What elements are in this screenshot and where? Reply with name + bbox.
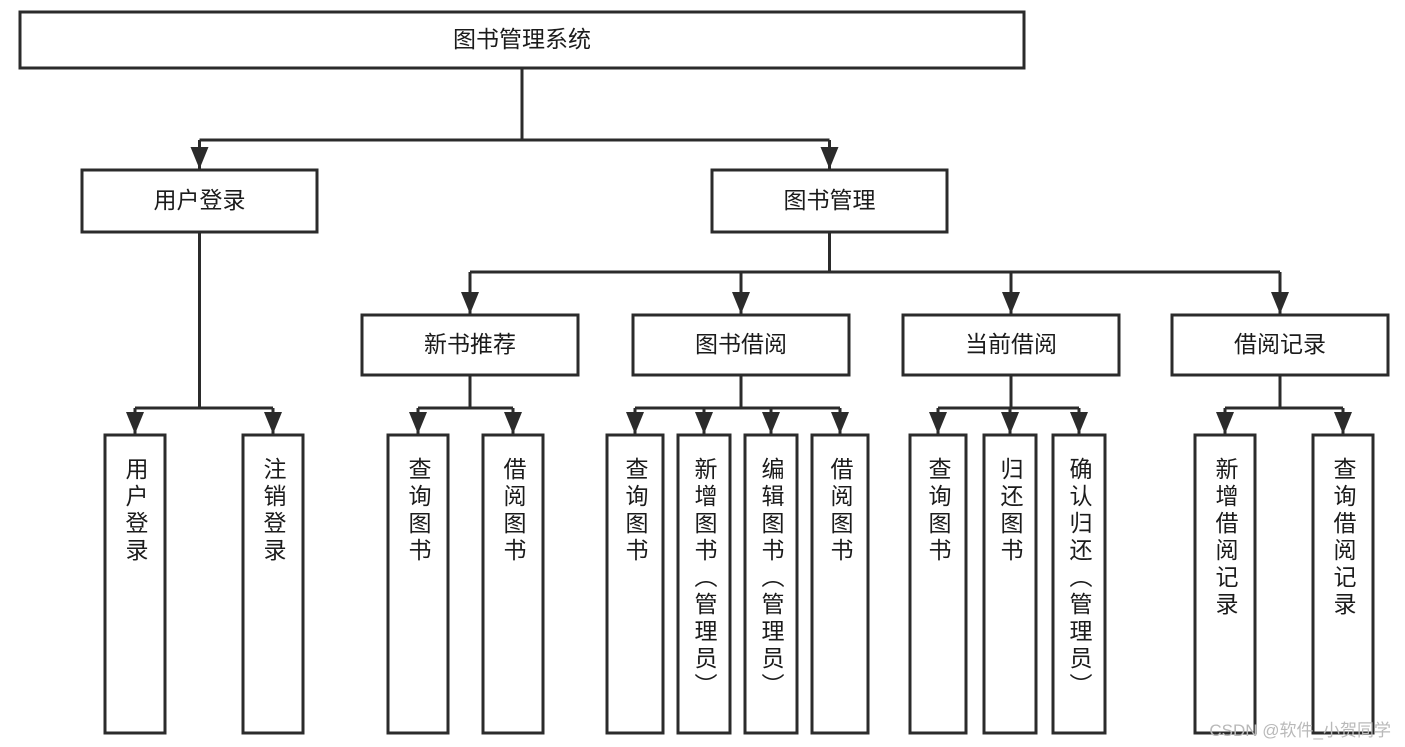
node-book-borrow-label: 图书借阅 — [695, 331, 787, 357]
node-leaf-current-return-book[interactable]: 归还图书 — [982, 433, 1038, 735]
node-leaf-record-query[interactable]: 查询借阅记录 — [1311, 433, 1375, 735]
node-leaf-borrow-query-book-label: 查询图书 — [622, 457, 649, 565]
node-leaf-borrow-add-book-label: 新增图书（管理员） — [691, 457, 718, 700]
node-current-borrow-label: 当前借阅 — [965, 331, 1057, 357]
arrow-head-icon — [1334, 412, 1352, 434]
node-new-book-rec-label: 新书推荐 — [424, 331, 516, 357]
arrow-head-icon — [762, 412, 780, 434]
node-borrow-record-label: 借阅记录 — [1234, 331, 1326, 357]
node-user-login[interactable]: 用户登录 — [80, 168, 319, 234]
node-leaf-current-query-book[interactable]: 查询图书 — [908, 433, 968, 735]
node-leaf-user-logout-label: 注销登录 — [260, 457, 287, 565]
node-leaf-borrow-query-book[interactable]: 查询图书 — [605, 433, 665, 735]
node-leaf-borrow-query-book-box[interactable] — [605, 433, 665, 735]
arrow-head-icon — [504, 412, 522, 434]
arrow-head-icon — [461, 292, 479, 314]
node-book-manage-label: 图书管理 — [784, 187, 876, 213]
arrow-head-icon — [831, 412, 849, 434]
arrow-head-icon — [820, 147, 839, 169]
node-current-borrow[interactable]: 当前借阅 — [901, 313, 1121, 377]
node-leaf-borrow-edit-book-box[interactable] — [743, 433, 799, 735]
node-leaf-rec-borrow-book[interactable]: 借阅图书 — [481, 433, 545, 735]
node-root-label: 图书管理系统 — [453, 26, 591, 52]
node-leaf-user-logout-box[interactable] — [241, 433, 305, 735]
arrow-head-icon — [695, 412, 713, 434]
arrow-head-icon — [929, 412, 947, 434]
arrow-head-icon — [126, 412, 144, 434]
arrow-head-icon — [1271, 292, 1289, 314]
connector-layer — [126, 68, 1352, 434]
node-leaf-borrow-edit-book[interactable]: 编辑图书（管理员） — [743, 433, 799, 735]
node-book-manage-box[interactable] — [710, 168, 949, 234]
node-leaf-rec-query-book-box[interactable] — [386, 433, 450, 735]
arrow-head-icon — [1070, 412, 1088, 434]
arrow-head-icon — [409, 412, 427, 434]
node-leaf-rec-borrow-book-box[interactable] — [481, 433, 545, 735]
node-leaf-current-confirm-return-label: 确认归还（管理员） — [1066, 457, 1093, 700]
node-leaf-borrow-borrow-book[interactable]: 借阅图书 — [810, 433, 870, 735]
node-new-book-rec-box[interactable] — [360, 313, 580, 377]
node-leaf-borrow-borrow-book-label: 借阅图书 — [827, 457, 854, 565]
node-leaf-rec-query-book[interactable]: 查询图书 — [386, 433, 450, 735]
node-book-borrow[interactable]: 图书借阅 — [631, 313, 851, 377]
node-leaf-record-query-label: 查询借阅记录 — [1330, 457, 1357, 619]
node-leaf-current-query-book-box[interactable] — [908, 433, 968, 735]
arrow-head-icon — [264, 412, 282, 434]
node-leaf-user-logout[interactable]: 注销登录 — [241, 433, 305, 735]
node-leaf-borrow-add-book[interactable]: 新增图书（管理员） — [676, 433, 732, 735]
arrow-head-icon — [732, 292, 750, 314]
node-leaf-current-return-book-label: 归还图书 — [997, 457, 1024, 565]
node-root-box[interactable] — [18, 10, 1026, 70]
node-leaf-current-confirm-return-box[interactable] — [1051, 433, 1107, 735]
node-borrow-record[interactable]: 借阅记录 — [1170, 313, 1390, 377]
node-leaf-record-query-box[interactable] — [1311, 433, 1375, 735]
node-book-manage[interactable]: 图书管理 — [710, 168, 949, 234]
node-leaf-rec-query-book-label: 查询图书 — [405, 457, 432, 565]
node-layer: 图书管理系统用户登录图书管理新书推荐图书借阅当前借阅借阅记录用户登录注销登录查询… — [18, 10, 1390, 735]
node-leaf-user-login-box[interactable] — [103, 433, 167, 735]
node-borrow-record-box[interactable] — [1170, 313, 1390, 377]
node-leaf-current-confirm-return[interactable]: 确认归还（管理员） — [1051, 433, 1107, 735]
node-leaf-rec-borrow-book-label: 借阅图书 — [500, 457, 527, 565]
node-book-borrow-box[interactable] — [631, 313, 851, 377]
node-leaf-current-return-book-box[interactable] — [982, 433, 1038, 735]
node-new-book-rec[interactable]: 新书推荐 — [360, 313, 580, 377]
node-user-login-box[interactable] — [80, 168, 319, 234]
arrow-head-icon — [1216, 412, 1234, 434]
arrow-head-icon — [626, 412, 644, 434]
arrow-head-icon — [190, 147, 209, 169]
node-user-login-label: 用户登录 — [154, 187, 246, 213]
node-leaf-record-add[interactable]: 新增借阅记录 — [1193, 433, 1257, 735]
node-current-borrow-box[interactable] — [901, 313, 1121, 377]
arrow-head-icon — [1001, 412, 1019, 434]
arrow-head-icon — [1002, 292, 1020, 314]
node-leaf-borrow-edit-book-label: 编辑图书（管理员） — [758, 457, 785, 700]
node-leaf-record-add-box[interactable] — [1193, 433, 1257, 735]
node-leaf-borrow-add-book-box[interactable] — [676, 433, 732, 735]
node-leaf-record-add-label: 新增借阅记录 — [1212, 457, 1239, 619]
node-root[interactable]: 图书管理系统 — [18, 10, 1026, 70]
node-leaf-borrow-borrow-book-box[interactable] — [810, 433, 870, 735]
node-leaf-current-query-book-label: 查询图书 — [925, 457, 952, 565]
node-leaf-user-login-label: 用户登录 — [122, 457, 149, 565]
node-leaf-user-login[interactable]: 用户登录 — [103, 433, 167, 735]
watermark-label: CSDN @软件_小贺同学 — [1209, 721, 1391, 740]
